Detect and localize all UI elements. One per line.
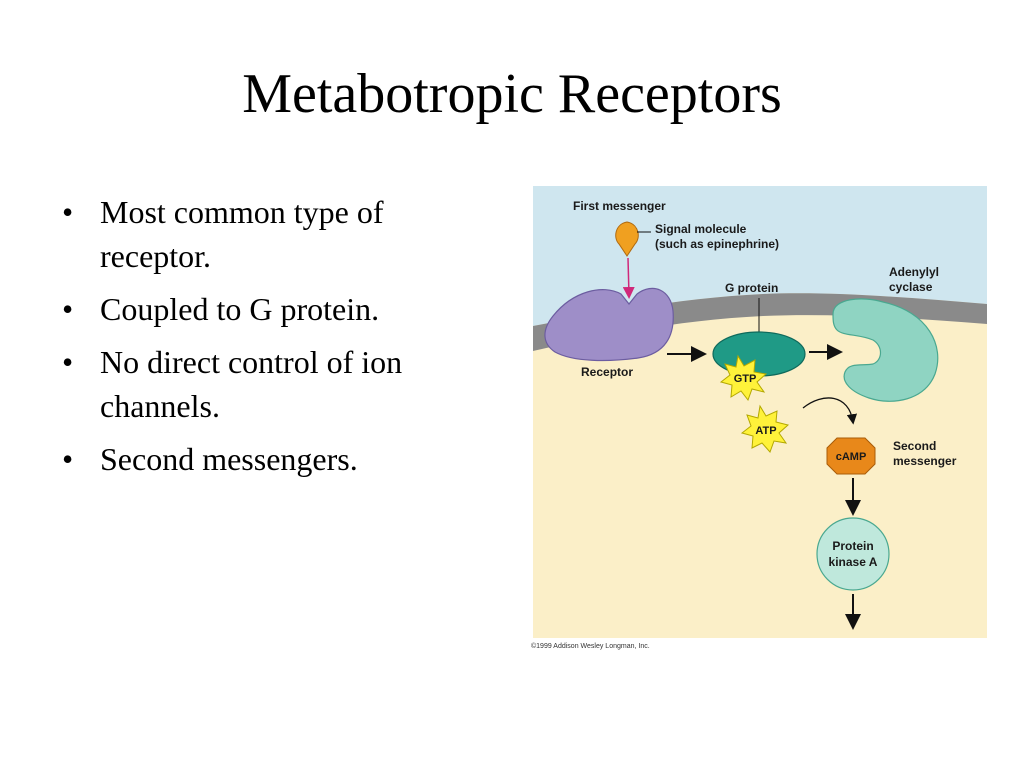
adenylyl-cyclase — [832, 298, 939, 402]
bullet-item: Most common type of receptor. — [58, 190, 488, 278]
diagram-svg: First messenger Signal molecule (such as… — [533, 186, 987, 638]
bullet-item: Coupled to G protein. — [58, 287, 488, 331]
signal-molecule-label: Signal molecule — [655, 222, 747, 236]
adenylyl-cyclase-label: Adenylyl — [889, 265, 939, 279]
second-messenger-sublabel: messenger — [893, 454, 957, 468]
gtp-star-icon — [719, 354, 768, 402]
bullet-list: Most common type of receptor. Coupled to… — [58, 190, 488, 490]
first-messenger-label: First messenger — [573, 199, 666, 213]
g-protein-signaling-diagram: First messenger Signal molecule (such as… — [533, 186, 987, 638]
gtp-label: GTP — [734, 373, 757, 385]
receptor-protein — [544, 287, 674, 362]
slide-title: Metabotropic Receptors — [242, 63, 782, 125]
pka-sublabel: kinase A — [829, 555, 878, 569]
binding-arrow — [622, 257, 635, 299]
receptor-label: Receptor — [581, 365, 633, 379]
g-protein — [712, 331, 806, 377]
camp-octagon-icon — [826, 437, 876, 475]
signal-molecule-icon — [615, 221, 639, 257]
atp-star-icon — [740, 404, 790, 453]
g-protein-label: G protein — [725, 281, 778, 295]
camp-label: cAMP — [836, 451, 867, 463]
signal-molecule-sublabel: (such as epinephrine) — [655, 237, 779, 251]
bullet-item: No direct control of ion channels. — [58, 340, 488, 428]
second-messenger-label: Second — [893, 439, 936, 453]
adenylyl-cyclase-sublabel: cyclase — [889, 280, 933, 294]
pka-label: Protein — [832, 539, 873, 553]
conversion-arrow — [802, 397, 858, 425]
atp-label: ATP — [755, 425, 776, 437]
protein-kinase-a — [816, 517, 890, 591]
bullet-item: Second messengers. — [58, 437, 488, 481]
copyright-notice: ©1999 Addison Wesley Longman, Inc. — [531, 643, 650, 650]
